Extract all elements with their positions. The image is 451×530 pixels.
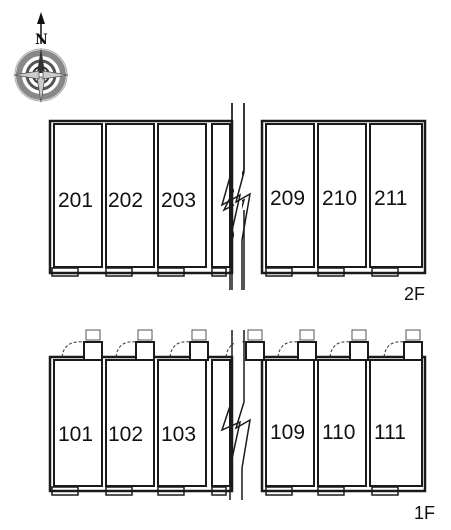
unit-110-label: 110 bbox=[322, 421, 355, 444]
floor-2f-left-wing-outline bbox=[48, 119, 234, 275]
compass-north-label: N bbox=[35, 32, 48, 48]
unit-203-label: 203 bbox=[161, 189, 196, 212]
unit-102-label: 102 bbox=[108, 423, 143, 446]
unit-210-label: 210 bbox=[322, 187, 357, 210]
floor-2f-plan bbox=[48, 119, 427, 277]
floor-1f-label: 1F bbox=[414, 503, 435, 523]
unit-101-label: 101 bbox=[58, 423, 93, 446]
unit-111-label: 111 bbox=[374, 421, 406, 444]
unit-209-label: 209 bbox=[270, 187, 305, 210]
unit-211-label: 211 bbox=[374, 187, 407, 210]
unit-201-label: 201 bbox=[58, 189, 93, 212]
unit-202-label: 202 bbox=[108, 189, 143, 212]
floor-1f-plan bbox=[48, 329, 427, 496]
unit-109-label: 109 bbox=[270, 421, 305, 444]
floor-2f-label: 2F bbox=[404, 284, 425, 304]
floor-1f-break-line bbox=[220, 330, 251, 500]
compass-rose-icon: N bbox=[13, 12, 69, 103]
floor-2f-break-line bbox=[220, 103, 252, 290]
unit-103-label: 103 bbox=[161, 423, 196, 446]
